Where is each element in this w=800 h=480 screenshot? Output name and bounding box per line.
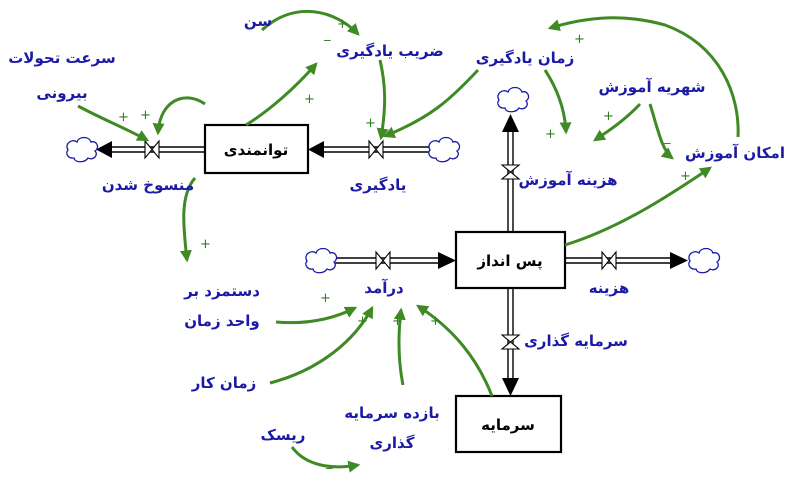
link-emkan-zaman-yadgiri: [547, 16, 740, 138]
var-emkan: امکان آموزش: [685, 144, 785, 162]
link-sign: +: [357, 314, 368, 329]
link-dastmozd-daramad: [275, 306, 358, 325]
flow-label-yadgiri: یادگیری: [350, 176, 407, 194]
valve-mansookh: [144, 139, 160, 160]
link-pasandaz-emkan: [564, 166, 712, 247]
link-sign: _: [663, 130, 671, 145]
stock-sarmayeh-label: سرمایه: [481, 416, 535, 434]
link-zaman-yadgiri-yadgiri: [382, 68, 480, 139]
link-sign: _: [325, 455, 333, 470]
stock-tavanmandi: توانمندی: [203, 123, 310, 175]
valve-hazineh: [601, 250, 617, 271]
link-tavanmandi-zarib: [245, 62, 318, 127]
flow-label-daramad: درآمد: [364, 279, 404, 297]
flow-pipe-yadgiri: [308, 141, 430, 158]
valve-yadgiri: [368, 139, 384, 160]
flow-label-sarmayeh-gozari: سرمایه گذاری: [524, 332, 628, 350]
link-bazdeh-daramad: [393, 307, 406, 386]
flow-pipe-hazineh: [565, 252, 688, 269]
link-sign: +: [430, 314, 441, 329]
flow-pipe-daramad: [330, 252, 456, 269]
link-sen-zarib: [260, 9, 360, 36]
var-sen: سن: [244, 12, 272, 30]
var-sorat-line1: سرعت تحولات: [8, 49, 116, 67]
stock-tavanmandi-label: توانمندی: [224, 141, 288, 159]
flow-label-hazineh-amoozesh: هزینه آموزش: [519, 171, 618, 189]
link-zarib-yadgiri: [376, 59, 389, 141]
var-shahrieh: شهریه آموزش: [598, 78, 705, 96]
flow-label-hazineh: هزینه: [589, 279, 630, 297]
valve-daramad: [375, 250, 391, 271]
link-mansookh-dastmozd: [179, 177, 197, 263]
link-sign: +: [337, 17, 348, 32]
stock-pasandaz: پس انداز: [454, 230, 567, 290]
link-sign: _: [323, 27, 331, 42]
flow-label-mansookh: منسوخ شدن: [102, 176, 194, 194]
stock-pasandaz-label: پس انداز: [476, 252, 542, 271]
link-zaman-hazineh-amoozesh: [543, 69, 572, 135]
var-dastmozd-line2: واحد زمان: [184, 312, 260, 330]
var-risk: ریسک: [261, 426, 306, 444]
valve-sarmayeh-gozari: [500, 334, 521, 350]
link-tavanmandi-mansookh: [152, 96, 206, 136]
var-dastmozd-line1: دستمزد بر: [183, 282, 260, 300]
link-risk-bazdeh: [290, 446, 361, 473]
link-sign: +: [304, 92, 315, 107]
link-sign: +: [200, 237, 211, 252]
link-sign: +: [603, 109, 614, 124]
cloud-icon: [428, 136, 461, 163]
link-sign: +: [545, 127, 556, 142]
link-sign: +: [320, 291, 331, 306]
link-sarmayeh-daramad: [415, 304, 494, 397]
link-sign: +: [392, 314, 403, 329]
flow-pipe-sarmayeh-gozari: [502, 288, 519, 396]
link-sign: +: [365, 116, 376, 131]
cloud-icon: [305, 247, 338, 274]
cloud-icon: [497, 86, 530, 113]
link-sign: +: [680, 169, 691, 184]
valve-hazineh-amoozesh: [500, 164, 521, 180]
link-sign: +: [140, 108, 151, 123]
cloud-icon: [66, 136, 99, 163]
flow-pipe-hazineh-amoozesh: [502, 114, 519, 232]
link-sorat-mansookh: [77, 104, 150, 142]
var-zaman-yadgiri: زمان یادگیری: [476, 49, 574, 67]
var-zarib-yadgiri: ضریب یادگیری: [336, 42, 443, 60]
link-zaman-kar-daramad: [269, 305, 374, 385]
cloud-icon: [688, 247, 721, 274]
var-bazdeh-line2: گذاری: [370, 434, 415, 452]
stock-sarmayeh: سرمایه: [454, 394, 563, 454]
var-zaman-kar: زمان کار: [191, 374, 257, 392]
var-sorat-line2: بیرونی: [36, 84, 87, 102]
var-bazdeh-line1: بازده سرمایه: [344, 404, 439, 422]
link-shahrieh-hazineh-amoozesh: [593, 102, 642, 142]
link-shahrieh-emkan: [648, 103, 674, 160]
link-sign: +: [118, 110, 129, 125]
link-sign: +: [574, 32, 585, 47]
